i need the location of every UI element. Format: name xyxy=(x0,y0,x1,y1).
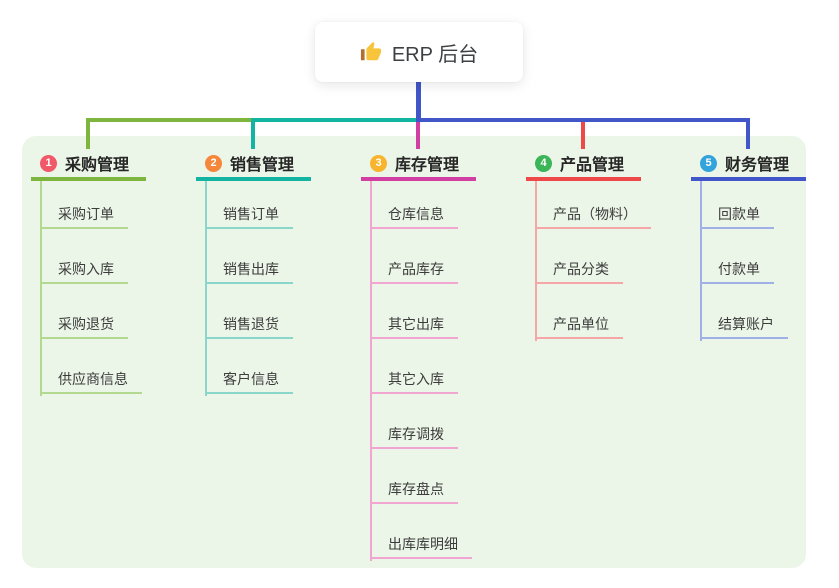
children-list: 销售订单 销售出库 销售退货 客户信息 xyxy=(205,181,293,394)
child-node[interactable]: 销售订单 xyxy=(205,181,293,229)
child-node[interactable]: 产品（物料） xyxy=(535,181,651,229)
root-node[interactable]: ERP 后台 xyxy=(315,22,523,82)
branch-label: 库存管理 xyxy=(395,157,460,174)
child-node-label: 产品单位 xyxy=(553,316,609,332)
child-node-label: 产品（物料） xyxy=(553,206,637,222)
branch-number-badge: 1 xyxy=(40,154,57,172)
children-list: 产品（物料） 产品分类 产品单位 xyxy=(535,181,651,339)
branch-label: 财务管理 xyxy=(725,157,790,174)
child-node[interactable]: 销售出库 xyxy=(205,229,293,284)
child-node-label: 采购退货 xyxy=(58,316,114,332)
child-node[interactable]: 销售退货 xyxy=(205,284,293,339)
children-list: 仓库信息 产品库存 其它出库 其它入库 库存调拨 库存盘点 出库库明细 xyxy=(370,181,472,559)
child-node[interactable]: 采购入库 xyxy=(40,229,128,284)
bus-segment-sales xyxy=(251,118,420,122)
children-list: 回款单 付款单 结算账户 xyxy=(700,181,788,339)
child-node-label: 销售订单 xyxy=(223,206,279,222)
child-node[interactable]: 产品库存 xyxy=(370,229,458,284)
child-node[interactable]: 其它入库 xyxy=(370,339,458,394)
child-node[interactable]: 结算账户 xyxy=(700,284,788,339)
child-node-label: 销售退货 xyxy=(223,316,279,332)
child-node-label: 仓库信息 xyxy=(388,206,444,222)
child-node[interactable]: 付款单 xyxy=(700,229,774,284)
branch-node-sales[interactable]: 2 销售管理 xyxy=(196,149,311,181)
children-spine-line xyxy=(205,181,207,396)
root-node-title: ERP 后台 xyxy=(391,43,479,66)
branch-node-finance[interactable]: 5 财务管理 xyxy=(691,149,806,181)
children-list: 采购订单 采购入库 采购退货 供应商信息 xyxy=(40,181,142,394)
child-node-label: 采购订单 xyxy=(58,206,114,222)
child-node[interactable]: 其它出库 xyxy=(370,284,458,339)
child-node[interactable]: 产品单位 xyxy=(535,284,623,339)
child-node[interactable]: 采购退货 xyxy=(40,284,128,339)
branch-drop-line-purchase xyxy=(86,118,90,149)
branch-node-inventory[interactable]: 3 库存管理 xyxy=(361,149,476,181)
branch-drop-line-inventory xyxy=(416,122,420,149)
child-node-label: 付款单 xyxy=(718,261,760,277)
child-node[interactable]: 出库库明细 xyxy=(370,504,472,559)
child-node[interactable]: 库存调拨 xyxy=(370,394,458,449)
child-node[interactable]: 库存盘点 xyxy=(370,449,458,504)
child-node[interactable]: 产品分类 xyxy=(535,229,623,284)
branch-label: 销售管理 xyxy=(230,157,295,174)
child-node[interactable]: 仓库信息 xyxy=(370,181,458,229)
child-node-label: 产品库存 xyxy=(388,261,444,277)
branch-node-product[interactable]: 4 产品管理 xyxy=(526,149,641,181)
children-spine-line xyxy=(700,181,702,341)
bus-segment-finance xyxy=(416,118,750,122)
branch-number-badge: 4 xyxy=(535,154,552,172)
child-node[interactable]: 回款单 xyxy=(700,181,774,229)
child-node-label: 供应商信息 xyxy=(58,371,128,387)
root-connector-line xyxy=(416,82,421,118)
mindmap-canvas xyxy=(22,136,806,568)
child-node-label: 库存调拨 xyxy=(388,426,444,442)
child-node-label: 结算账户 xyxy=(718,316,774,332)
child-node-label: 库存盘点 xyxy=(388,481,444,497)
branch-drop-line-sales xyxy=(251,118,255,149)
children-spine-line xyxy=(370,181,372,561)
child-node-label: 其它入库 xyxy=(388,371,444,387)
branch-label: 采购管理 xyxy=(65,157,130,174)
child-node-label: 客户信息 xyxy=(223,371,279,387)
child-node[interactable]: 供应商信息 xyxy=(40,339,142,394)
child-node-label: 产品分类 xyxy=(553,261,609,277)
bus-segment-purchase xyxy=(86,118,253,122)
branch-drop-line-finance xyxy=(746,118,750,149)
branch-node-purchase[interactable]: 1 采购管理 xyxy=(31,149,146,181)
branch-label: 产品管理 xyxy=(560,157,625,174)
branch-number-badge: 3 xyxy=(370,154,387,172)
child-node-label: 出库库明细 xyxy=(388,536,458,552)
child-node[interactable]: 采购订单 xyxy=(40,181,128,229)
branch-drop-line-product xyxy=(581,122,585,149)
branch-number-badge: 2 xyxy=(205,154,222,172)
children-spine-line xyxy=(40,181,42,396)
child-node-label: 采购入库 xyxy=(58,261,114,277)
children-spine-line xyxy=(535,181,537,341)
child-node-label: 回款单 xyxy=(718,206,760,222)
branch-number-badge: 5 xyxy=(700,154,717,172)
child-node-label: 其它出库 xyxy=(388,316,444,332)
thumbs-up-icon xyxy=(360,41,381,61)
child-node-label: 销售出库 xyxy=(223,261,279,277)
child-node[interactable]: 客户信息 xyxy=(205,339,293,394)
